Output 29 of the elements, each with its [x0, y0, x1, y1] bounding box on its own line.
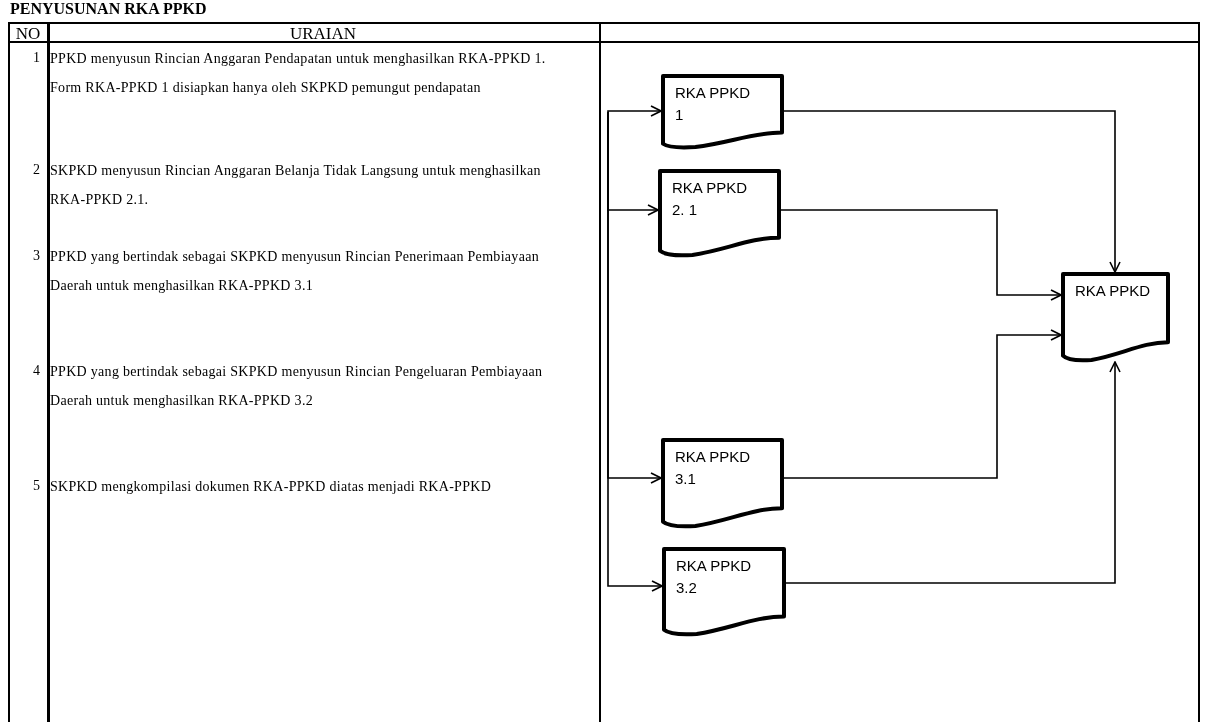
row-number: 1 [32, 50, 40, 66]
column-header: URAIAN [288, 24, 358, 44]
document-label: RKA PPKD 2. 1 [672, 178, 749, 220]
row-text: SKPKD mengkompilasi dokumen RKA-PPKD diatas menjadi RKA-PPKD [50, 478, 493, 496]
row-text: PPKD yang bertindak sebagai SKPKD menyusun Rincian Penerimaan Pembiayaan Daerah untuk menghasilkan RKA-PPKD 3.1 [50, 248, 540, 295]
document-shape [662, 547, 786, 636]
document-label: RKA PPKD 3.1 [675, 447, 752, 489]
row-number: 2 [32, 162, 40, 178]
row-text: SKPKD menyusun Rincian Anggaran Belanja Tidak Langsung untuk menghasilkan RKA-PPKD 2.1. [50, 162, 542, 209]
arrow [607, 111, 663, 592]
row-text: PPKD menyusun Rincian Anggaran Pendapatan untuk menghasilkan RKA-PPKD 1. Form RKA-PPKD 1 disiapkan hanya oleh SKPKD pemungut pendapatan [50, 50, 547, 97]
row-text: PPKD yang bertindak sebagai SKPKD menyusun Rincian Pengeluaran Pembiayaan Daerah untuk menghasilkan RKA-PPKD 3.2 [50, 363, 544, 410]
row-number: 5 [32, 478, 40, 494]
row-number: 3 [32, 248, 40, 264]
document-label: RKA PPKD 1 [675, 83, 752, 125]
arrow [783, 110, 1121, 273]
arrow [783, 329, 1062, 479]
arrow [785, 361, 1121, 584]
document-shape [661, 438, 784, 528]
document-label: RKA PPKD [1075, 281, 1152, 301]
column-header: NO [14, 24, 42, 44]
document-shape [658, 169, 781, 257]
page-title: PENYUSUNAN RKA PPKD [10, 0, 207, 18]
arrow [780, 209, 1062, 301]
document-label: RKA PPKD 3.2 [676, 556, 753, 598]
document-shape [661, 74, 784, 149]
document-shape [1061, 272, 1170, 362]
arrow [607, 105, 662, 117]
row-number: 4 [32, 363, 40, 379]
